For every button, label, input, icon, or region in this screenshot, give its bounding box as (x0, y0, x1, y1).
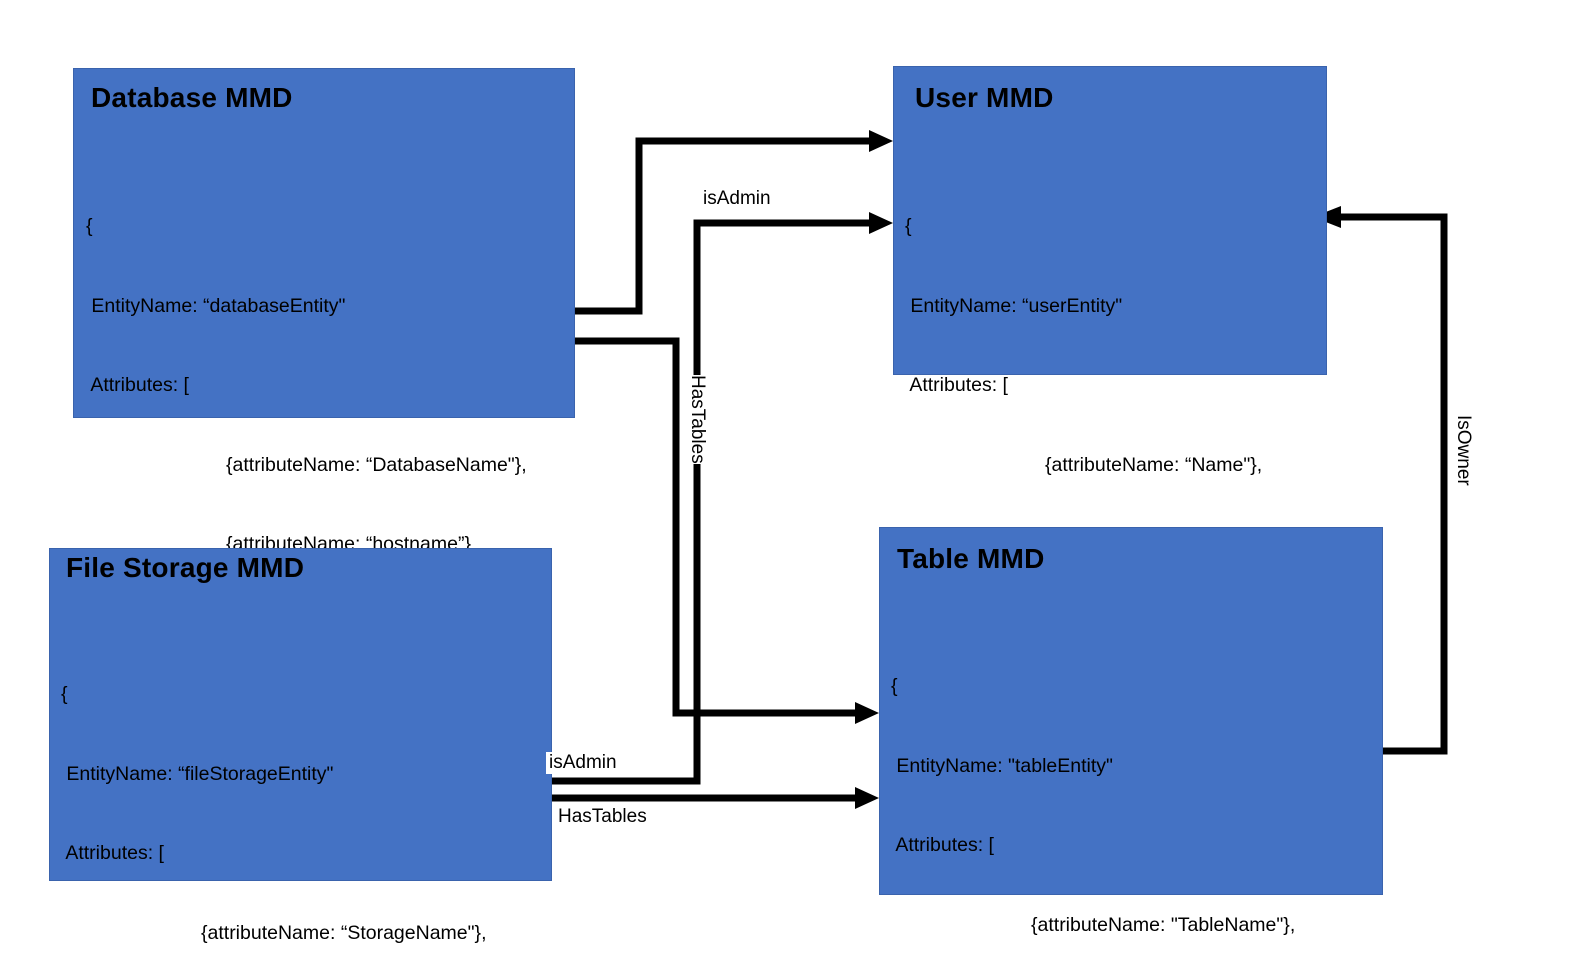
user-body-line: {attributeName: “Name"}, (905, 452, 1262, 479)
table-mmd-body: { EntityName: "tableEntity" Attributes: … (891, 620, 1295, 979)
arrowhead-db-hastables (855, 702, 879, 724)
database-body-line: Attributes: [ (86, 374, 189, 396)
connector-label-fs-hastables: HasTables (555, 806, 650, 828)
file-storage-attr-0: {attributeName: “StorageName"}, (201, 921, 487, 944)
table-body-line: EntityName: "tableEntity" (891, 754, 1113, 777)
file-storage-mmd-body: { EntityName: “fileStorageEntity" Attrib… (61, 628, 486, 979)
file-storage-body-line: { (61, 683, 68, 705)
user-mmd-box[interactable] (893, 66, 1327, 375)
file-storage-body-line: {attributeName: “StorageName"}, (61, 920, 486, 947)
arrowhead-fs-isadmin (869, 212, 893, 234)
arrowhead-db-isadmin (869, 130, 893, 152)
database-body-line: { (86, 215, 93, 237)
connector-label-db-isadmin: isAdmin (700, 188, 774, 210)
user-attr-0: {attributeName: “Name"}, (1045, 453, 1263, 476)
database-attr-0: {attributeName: “DatabaseName"}, (226, 453, 527, 476)
table-body-line: {attributeName: "TableName"}, (891, 912, 1295, 939)
user-mmd-title: User MMD (915, 82, 1054, 113)
connector-label-db-hastables: HasTables (686, 375, 708, 464)
database-mmd-box[interactable] (73, 68, 575, 418)
user-body-line: { (905, 215, 912, 237)
table-mmd-title: Table MMD (897, 543, 1045, 574)
user-body-line: EntityName: “userEntity" (905, 294, 1123, 317)
table-attr-0: {attributeName: "TableName"}, (1031, 913, 1296, 936)
database-body-line: {attributeName: “DatabaseName"}, (86, 452, 527, 479)
database-body-line: EntityName: “databaseEntity" (86, 294, 346, 317)
connector-label-fs-isadmin: isAdmin (546, 752, 620, 774)
table-body-line: { (891, 675, 898, 697)
file-storage-body-line: EntityName: “fileStorageEntity" (61, 762, 334, 785)
database-mmd-title: Database MMD (91, 82, 293, 113)
file-storage-body-line: Attributes: [ (61, 842, 164, 864)
table-mmd-box[interactable] (879, 527, 1383, 895)
arrowhead-fs-hastables (855, 787, 879, 809)
connector-label-tbl-isowner: IsOwner (1452, 415, 1474, 486)
file-storage-mmd-box[interactable] (49, 548, 552, 881)
table-body-line: Attributes: [ (891, 834, 994, 856)
file-storage-mmd-title: File Storage MMD (66, 552, 305, 583)
user-body-line: Attributes: [ (905, 374, 1008, 396)
